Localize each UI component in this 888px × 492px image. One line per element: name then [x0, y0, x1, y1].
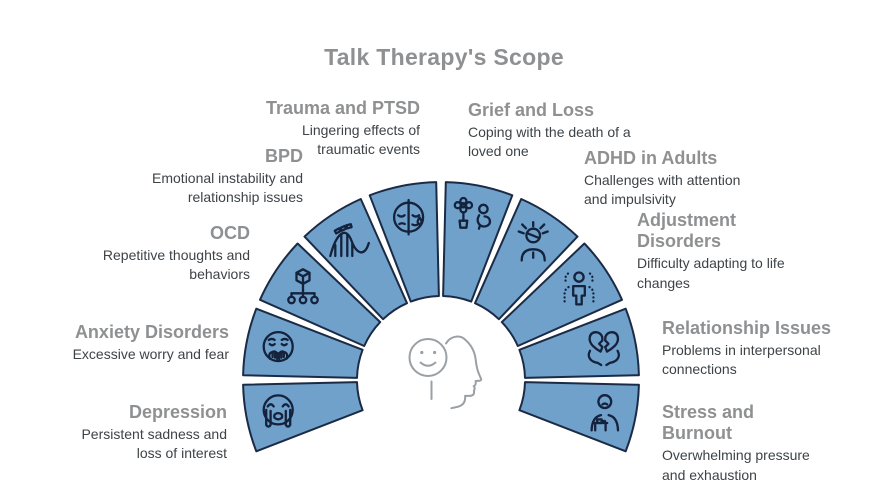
segment-description: Excessive worry and fear	[72, 346, 229, 363]
fan-segment-stress-and-burnout	[518, 381, 640, 453]
segment-title: OCD	[210, 223, 250, 243]
label-ocd: OCD Repetitive thoughts and behaviors	[80, 223, 250, 284]
broken-heart-hands-icon	[587, 331, 620, 367]
fan-segment-depression	[242, 381, 364, 453]
stressed-head-icon	[517, 221, 549, 262]
segment-description: Persistent sadness and loss of interest	[81, 426, 227, 462]
segment-title: Grief and Loss	[468, 100, 595, 120]
fan-segment-bpd	[303, 198, 408, 321]
segment-title: Relationship Issues	[662, 318, 832, 338]
segment-title: ADHD in Adults	[584, 148, 718, 168]
flower-mourner-icon	[453, 196, 492, 230]
split-face-tear-icon	[392, 198, 425, 236]
label-depression: Depression Persistent sadness and loss o…	[57, 402, 227, 463]
fan-segment-ocd	[259, 242, 382, 347]
segment-description: Problems in interpersonal connections	[662, 342, 821, 378]
segment-description: Overwhelming pressure and exhaustion	[662, 447, 810, 483]
segment-description: Emotional instability and relationship i…	[152, 170, 303, 206]
rollercoaster-icon	[329, 223, 370, 258]
crying-face-icon	[262, 394, 294, 428]
segment-title: Depression	[128, 402, 227, 422]
fan-segment-relationship-issues	[518, 307, 640, 379]
segment-title: Adjustment Disorders	[637, 210, 736, 252]
obsession-diagram-icon	[287, 268, 319, 305]
label-grief-loss: Grief and Loss Coping with the death of …	[468, 100, 650, 161]
segment-description: Coping with the death of a loved one	[468, 124, 631, 160]
segment-description: Repetitive thoughts and behaviors	[102, 247, 250, 283]
label-bpd: BPD Emotional instability and relationsh…	[123, 146, 303, 207]
label-adjustment-disorders: Adjustment Disorders Difficulty adapting…	[637, 210, 813, 293]
slumped-at-desk-icon	[590, 394, 620, 432]
label-anxiety-disorders: Anxiety Disorders Excessive worry and fe…	[44, 322, 229, 364]
segment-title: Stress and Burnout	[662, 402, 755, 444]
segment-title: BPD	[264, 146, 303, 166]
label-adhd-adults: ADHD in Adults Challenges with attention…	[584, 148, 760, 209]
segment-description: Challenges with attention and impulsivit…	[584, 172, 741, 208]
page-title: Talk Therapy's Scope	[324, 44, 564, 70]
segment-description: Difficulty adapting to life changes	[637, 255, 785, 291]
segment-title: Trauma and PTSD	[265, 98, 420, 118]
anxious-face-icon	[262, 330, 294, 363]
head-profile-smiley-icon	[408, 335, 483, 410]
label-relationship-issues: Relationship Issues Problems in interper…	[662, 318, 847, 379]
segment-description: Lingering effects of traumatic events	[301, 122, 420, 158]
label-stress-burnout: Stress and Burnout Overwhelming pressure…	[662, 402, 827, 485]
changing-person-icon	[563, 271, 595, 306]
fan-segment-adhd-in-adults	[474, 198, 579, 321]
fan-segment-adjustment-disorders	[500, 242, 623, 347]
segment-title: Anxiety Disorders	[74, 322, 229, 342]
label-trauma-ptsd: Trauma and PTSD Lingering effects of tra…	[245, 98, 420, 159]
